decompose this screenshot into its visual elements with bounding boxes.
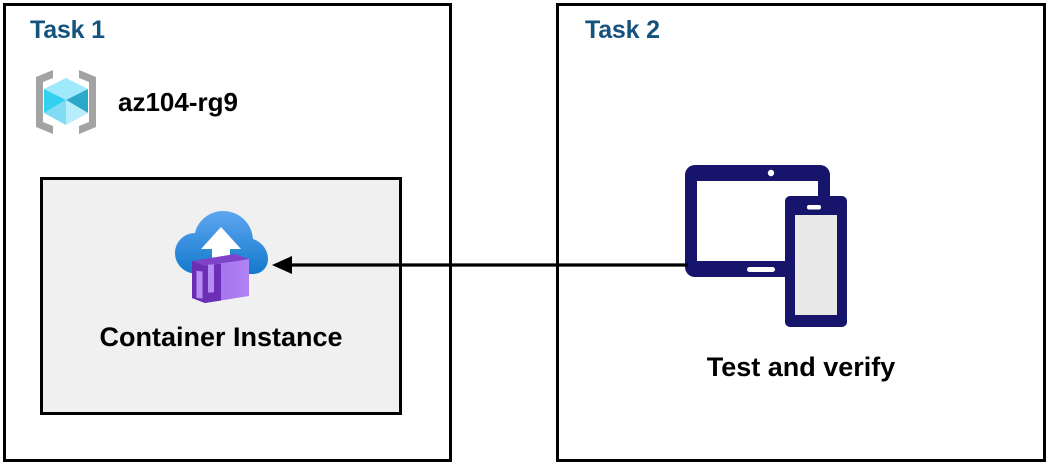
azure-container-instance-icon [169,202,273,306]
resource-group-label: az104-rg9 [118,86,238,117]
container-instance-card: Container Instance [40,177,402,415]
resource-group-row: az104-rg9 [28,62,308,142]
tablet-and-phone-icon [683,163,875,329]
container-instance-label: Container Instance [99,322,343,352]
panel-title-task-1: Task 1 [30,16,105,44]
test-and-verify-label: Test and verify [706,352,896,382]
panel-task-1 [3,3,452,462]
panel-task-2 [556,3,1046,462]
azure-resource-group-icon [28,64,104,140]
panel-title-task-2: Task 2 [585,16,660,44]
